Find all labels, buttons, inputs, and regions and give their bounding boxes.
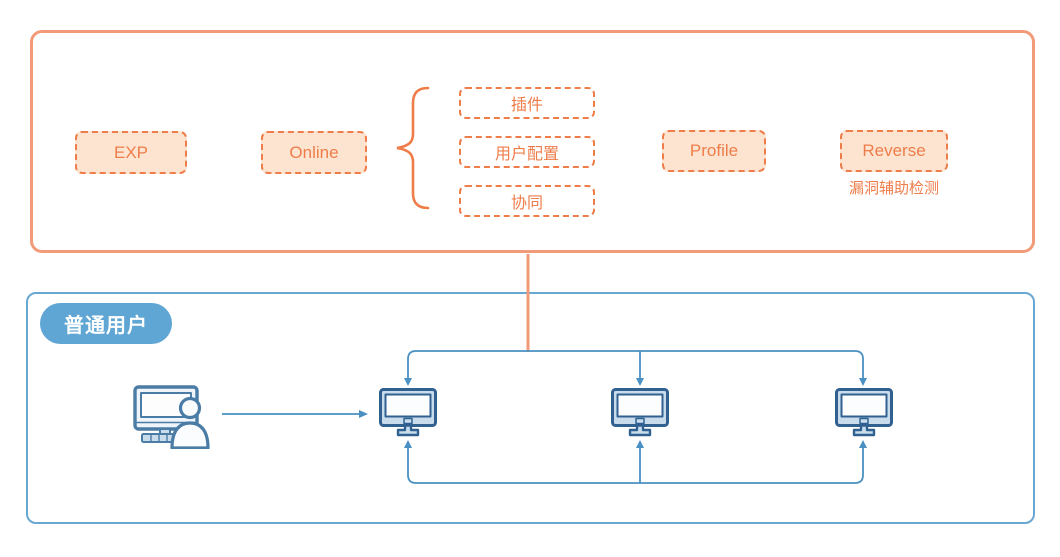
user-workstation-icon [133, 385, 210, 449]
reverse-caption: 漏洞辅助检测 [848, 180, 939, 197]
node-reverse: Reverse [840, 130, 948, 172]
node-user-config: 用户配置 [459, 136, 595, 168]
monitor-icon [835, 388, 893, 437]
node-collaboration: 协同 [459, 185, 595, 217]
node-exp: EXP [75, 131, 187, 174]
node-reverse-label: Reverse [862, 141, 926, 160]
brace-icon [396, 86, 430, 210]
node-online: Online [261, 131, 367, 174]
node-plugin-label: 插件 [510, 97, 543, 114]
group-label-pill: 普通用户 [40, 303, 172, 344]
monitor-icon [379, 388, 437, 437]
group-label-text: 普通用户 [64, 315, 148, 337]
node-profile: Profile [662, 130, 766, 172]
node-profile-label: Profile [689, 141, 739, 160]
node-plugin: 插件 [459, 87, 595, 119]
node-collaboration-label: 协同 [510, 195, 543, 212]
node-user-config-label: 用户配置 [494, 146, 559, 163]
monitor-icon [611, 388, 669, 437]
node-exp-label: EXP [113, 142, 149, 162]
node-online-label: Online [289, 142, 339, 162]
